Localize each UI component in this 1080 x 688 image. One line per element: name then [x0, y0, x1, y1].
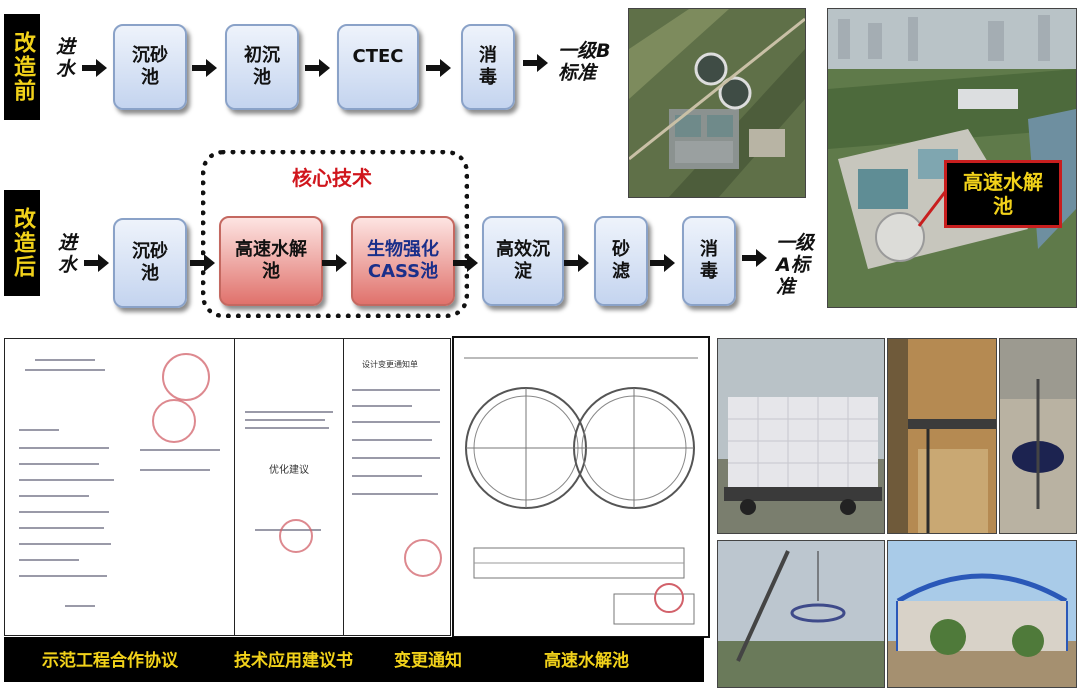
right-arrow-icon	[82, 58, 108, 78]
photo-crane-lift	[717, 540, 885, 688]
caption-change-notice: 变更通知	[394, 651, 462, 671]
before-box-disinfection: 消毒	[461, 24, 515, 110]
after-box-sand-filter: 砂滤	[594, 216, 648, 306]
right-arrow-icon	[426, 58, 452, 78]
caption-bar	[4, 637, 704, 682]
before-box-primary-settling: 初沉池	[225, 24, 299, 110]
photo-mixer	[999, 338, 1077, 534]
before-box-ctec: CTEC	[337, 24, 419, 110]
after-box-high-efficiency-settling: 高效沉淀	[482, 216, 564, 306]
right-arrow-icon	[564, 253, 590, 273]
right-arrow-icon	[453, 253, 479, 273]
right-arrow-icon	[650, 253, 676, 273]
document-hydrolysis-drawing	[452, 336, 710, 638]
before-tag: 改造前	[4, 14, 40, 120]
after-box-grit-chamber: 沉砂池	[113, 218, 187, 308]
after-box-disinfection: 消毒	[682, 216, 736, 306]
right-arrow-icon	[322, 253, 348, 273]
caption-cooperation-agreement: 示范工程合作协议	[42, 651, 178, 671]
core-tech-frame	[201, 150, 469, 318]
aerial-satellite-photo	[628, 8, 806, 198]
right-arrow-icon	[84, 253, 110, 273]
after-tag: 改造后	[4, 190, 40, 296]
right-arrow-icon	[742, 248, 768, 268]
aerial-plant-photo	[827, 8, 1077, 308]
doc2-title: 优化建议	[269, 465, 309, 476]
photo-hydrolysis-tank-frame	[887, 540, 1077, 688]
before-box-grit-chamber: 沉砂池	[113, 24, 187, 110]
doc3-title: 设计变更通知单	[362, 360, 418, 369]
caption-technical-recommendation: 技术应用建议书	[234, 651, 353, 671]
core-tech-title: 核心技术	[292, 166, 372, 190]
callout-hydrolysis-tank: 高速水解池	[944, 160, 1062, 228]
after-input-label: 进水	[58, 232, 78, 276]
document-change-notice: 设计变更通知单	[343, 338, 451, 636]
right-arrow-icon	[190, 253, 216, 273]
after-box-hydrolysis-tank: 高速水解池	[219, 216, 323, 306]
right-arrow-icon	[192, 58, 218, 78]
caption-hydrolysis-tank: 高速水解池	[544, 651, 629, 671]
photo-truck-modules	[717, 338, 885, 534]
document-technical-recommendation: 优化建议	[234, 338, 344, 636]
document-cooperation-agreement	[4, 338, 134, 636]
document-cooperation-agreement-page2	[132, 338, 235, 636]
right-arrow-icon	[305, 58, 331, 78]
before-input-label: 进水	[56, 36, 76, 80]
photo-tank-wall	[887, 338, 997, 534]
right-arrow-icon	[523, 53, 549, 73]
callout-pointer	[917, 191, 947, 227]
